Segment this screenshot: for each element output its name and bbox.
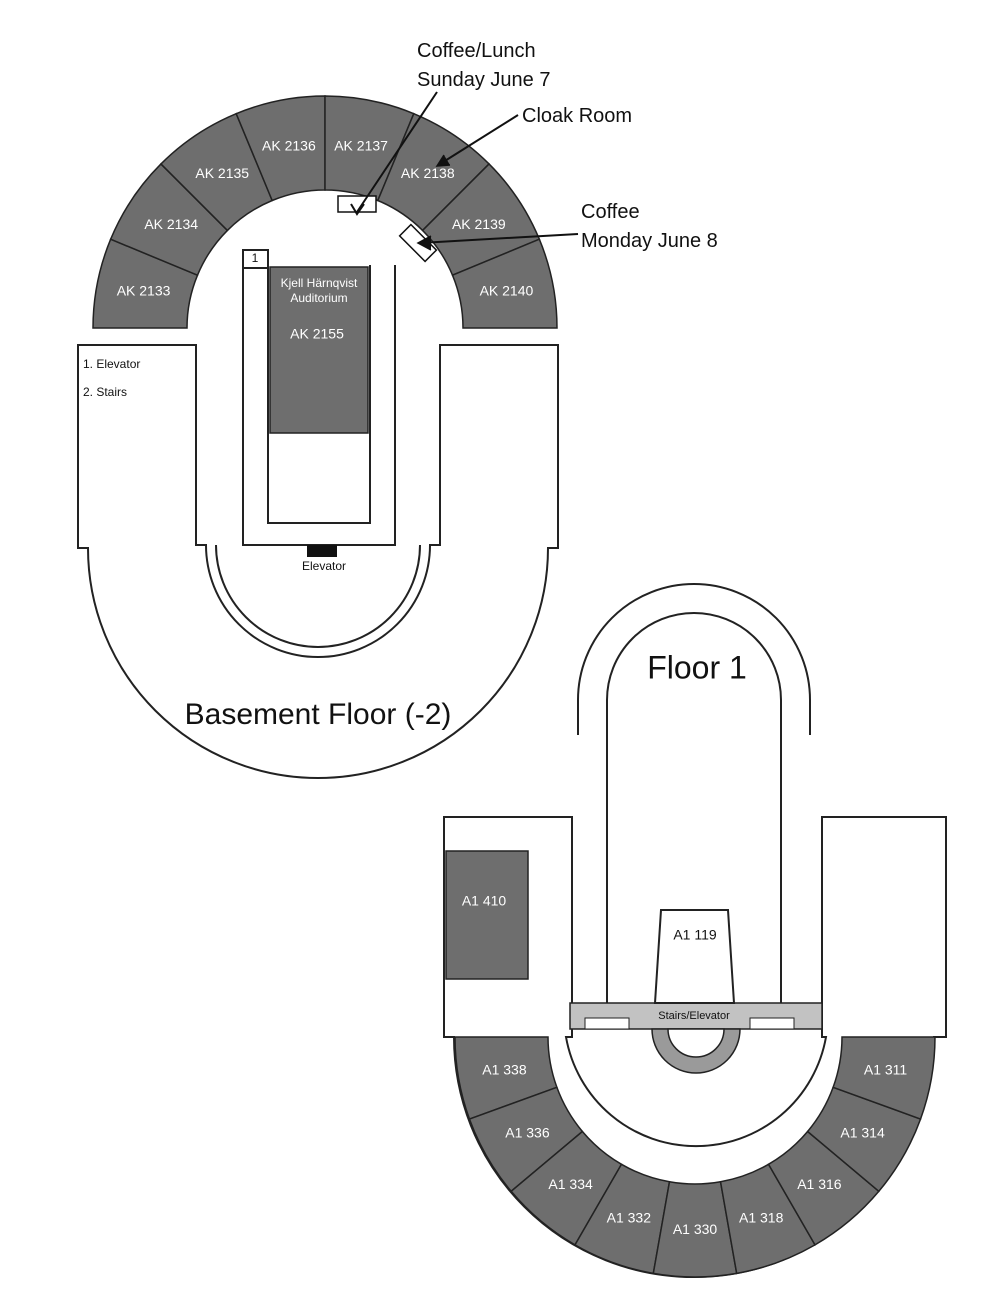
coffee-monday-arrow <box>419 233 579 244</box>
basement-room-label-8: AK 2140 <box>480 283 534 299</box>
coffee-lunch-arrow <box>356 91 438 213</box>
basement-marker-number: 1 <box>252 251 259 265</box>
floor1-room-label-1: A1 338 <box>482 1061 527 1077</box>
auditorium-room-number: AK 2155 <box>290 326 344 342</box>
floor1-title: Floor 1 <box>647 649 747 685</box>
auditorium-sub: Auditorium <box>290 291 347 305</box>
basement-room-label-6: AK 2138 <box>401 165 455 181</box>
floor1-room-label-5: A1 330 <box>673 1221 718 1237</box>
basement-outer-wall <box>77 344 559 779</box>
basement-room-label-2: AK 2134 <box>144 216 198 232</box>
annotation-coffee-line1: Coffee <box>581 201 640 223</box>
basement-title: Basement Floor (-2) <box>185 698 452 731</box>
basement-room-label-7: AK 2139 <box>452 216 506 232</box>
room-a1-410[interactable] <box>445 850 529 980</box>
floor1-room-label-2: A1 336 <box>505 1124 550 1140</box>
auditorium-name: Kjell Härnqvist <box>281 276 358 290</box>
floor1-room-label-7: A1 316 <box>797 1176 842 1192</box>
legend-stairs: 2. Stairs <box>83 385 127 399</box>
floor1-room-arc: A1 338 A1 336 A1 334 A1 332 A1 330 A1 318 A1 3… <box>454 1036 936 1278</box>
floor1-room-label-3: A1 334 <box>548 1176 593 1192</box>
basement-room-label-1: AK 2133 <box>117 283 171 299</box>
room-a1-410-label: A1 410 <box>462 893 507 909</box>
basement-elevator-label: Elevator <box>302 559 346 573</box>
event-annotations: Coffee/Lunch Sunday June 7 Cloak Room Co… <box>337 40 718 263</box>
floor1-room-label-8: A1 314 <box>840 1124 885 1140</box>
room-ak-2155[interactable] <box>269 266 369 434</box>
basement-marker-box <box>242 249 269 269</box>
basement-elevator <box>307 545 337 557</box>
floor1-tower-inner <box>606 612 782 1003</box>
annotation-coffee-line2: Monday June 8 <box>581 230 718 252</box>
basement-floor-plan: 1 Kjell Härnqvist Auditorium AK 2155 Ele… <box>77 95 559 779</box>
basement-room-8[interactable] <box>451 238 558 329</box>
legend-elevator: 1. Elevator <box>83 357 140 371</box>
room-a1-119-label: A1 119 <box>673 927 717 943</box>
cloak-room-arrow <box>439 114 519 165</box>
stairs-elevator-label: Stairs/Elevator <box>658 1010 730 1022</box>
basement-courtyard-ring <box>215 544 421 648</box>
annotation-coffee-lunch-line1: Coffee/Lunch <box>417 40 536 62</box>
floor1-room-9[interactable] <box>832 1036 936 1121</box>
basement-room-label-5: AK 2137 <box>334 137 388 153</box>
floor1-room-label-6: A1 318 <box>739 1210 784 1226</box>
coffee-lunch-marker <box>337 195 377 213</box>
floor1-plan: Stairs/Elevator A1 119 A1 410 Floor 1 A1… <box>443 583 947 1278</box>
floor1-room-label-9: A1 311 <box>864 1061 908 1077</box>
basement-room-label-3: AK 2135 <box>195 165 249 181</box>
basement-room-arc: AK 2133 AK 2134 AK 2135 AK 2136 AK 2137 AK 21… <box>92 95 558 329</box>
annotation-cloak-room: Cloak Room <box>522 105 632 127</box>
floor1-room-label-4: A1 332 <box>607 1210 652 1226</box>
annotation-coffee-lunch-line2: Sunday June 7 <box>417 69 550 91</box>
room-a1-119[interactable] <box>653 909 736 1004</box>
basement-room-label-4: AK 2136 <box>262 137 316 153</box>
